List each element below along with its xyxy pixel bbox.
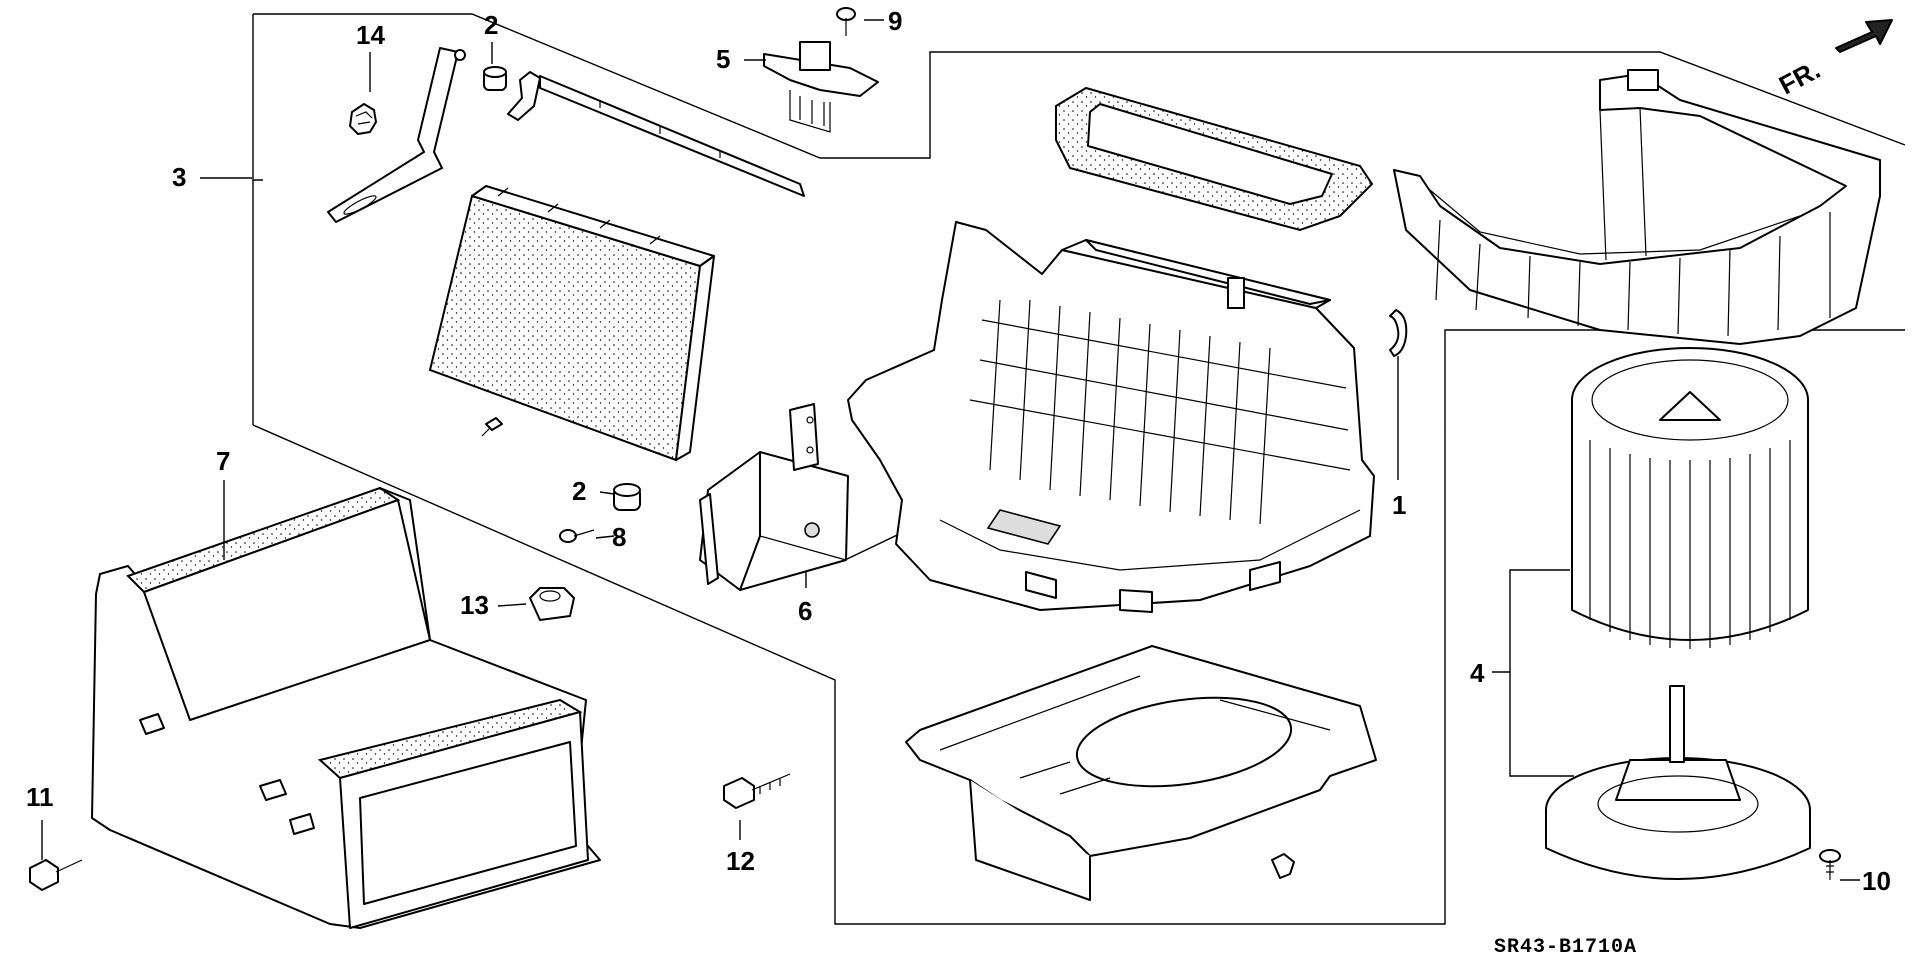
callout-9: 9	[888, 6, 902, 36]
callout-2-upper: 2	[484, 10, 498, 40]
blower-base-plate	[905, 645, 1377, 901]
callout-11: 14	[356, 20, 385, 50]
callout-5: 5	[716, 44, 730, 74]
callout-8: 8	[612, 522, 626, 552]
callout-1: 1	[1392, 490, 1406, 520]
screw-part-8	[559, 529, 595, 543]
callout-6: 6	[798, 596, 812, 626]
air-mix-door	[428, 185, 715, 462]
nut-part-14	[529, 587, 575, 621]
callout-3: 3	[172, 162, 186, 192]
blower-motor	[1545, 685, 1811, 880]
recirc-control-motor-part-6	[699, 403, 849, 591]
callout-4: 4	[1470, 658, 1485, 688]
diagram-code: SR43-B1710A	[1494, 936, 1637, 959]
screw-door	[481, 417, 503, 437]
screw-part-9	[836, 7, 856, 36]
clip-part-11	[349, 103, 377, 135]
callout-13: 12	[726, 846, 755, 876]
screw-part-12	[29, 859, 83, 891]
callout-12: 11	[26, 782, 54, 812]
callout-2-lower: 2	[572, 476, 586, 506]
blower-resistor-part-5	[763, 41, 879, 133]
fan-case	[1393, 69, 1881, 345]
blower-housing	[847, 221, 1375, 613]
screw-part-10	[1819, 849, 1841, 880]
leader-lines	[41, 19, 1860, 881]
callout-labels: 14 2 3 5 9 2 8 13 1 6 7 12 11 10 4	[26, 6, 1891, 896]
grommet-part-2-lower	[613, 483, 641, 511]
blower-fan-part-4	[1571, 347, 1809, 649]
callout-7: 7	[216, 446, 230, 476]
intake-duct-part-7	[91, 486, 601, 929]
clip-part-1	[1389, 309, 1408, 357]
callout-14: 13	[460, 590, 489, 620]
grommet-part-2-upper	[483, 66, 507, 91]
callout-10: 10	[1862, 866, 1891, 896]
linkage-lever	[327, 47, 466, 223]
screw-part-13	[723, 773, 791, 809]
inlet-seal-gasket	[1055, 86, 1374, 232]
front-direction-arrow: FR.	[1774, 19, 1893, 100]
front-direction-label: FR.	[1774, 54, 1825, 100]
linkage-rod	[507, 71, 805, 197]
